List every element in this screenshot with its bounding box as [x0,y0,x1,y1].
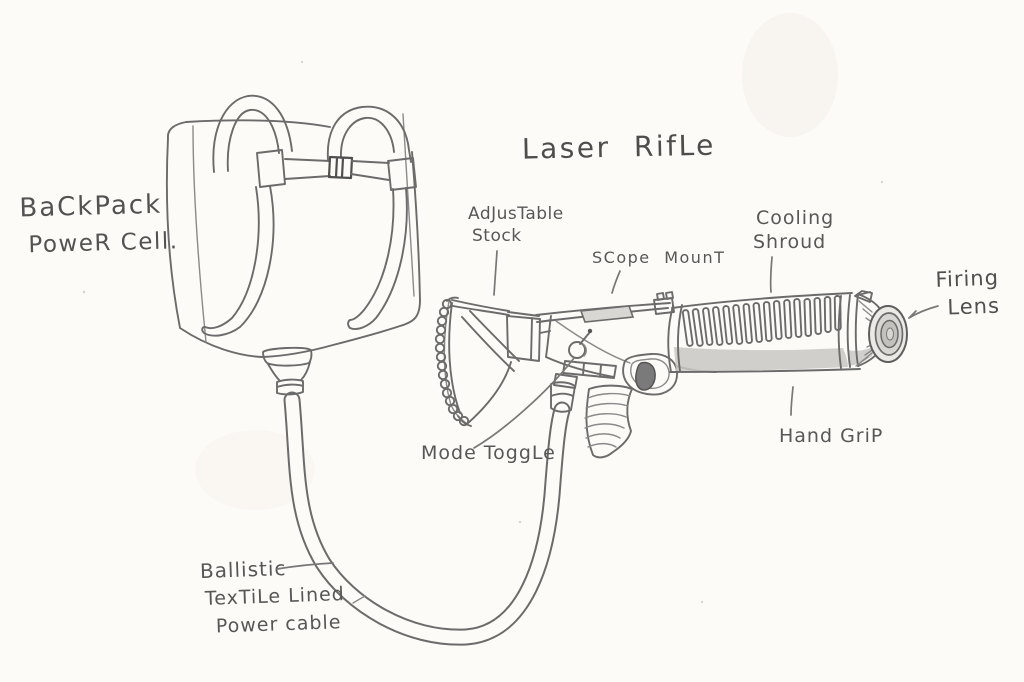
power-cable-drawing [283,391,571,646]
label-mode-toggle-text: Mode ToggLe [421,442,556,464]
right-strap-hanging [347,187,408,330]
label-power-cable-line1: Ballistic [200,556,287,583]
firing-lens-center [886,327,894,341]
stock-attachment-block [506,311,541,362]
scope-mount-leader-line [611,270,621,294]
backpack-right-crease [402,113,415,297]
label-backpack-power-cell: BaCkPack PoweR Cell. [19,190,179,259]
scope-mount-rail-slot [579,305,635,323]
label-hand-grip: Hand GriP [779,386,883,447]
mode-toggle-knob [568,328,593,359]
label-power-cable: Ballistic TexTiLe Lined Power cable [200,556,346,637]
firing-lens-leader-line [908,305,939,319]
adjustable-stock-leader-line [493,250,498,296]
selector-button [562,360,617,379]
chest-strap [256,149,417,191]
receiver [535,291,675,379]
cable-crease-tick [352,595,366,604]
rear-mount-block [653,291,675,315]
left-strap-hanging [201,185,275,337]
annotations: Laser RifLe BaCkPack PoweR Cell. AdJusTa… [19,129,1000,638]
mode-toggle-leader-line [473,357,575,449]
shroud-shading [674,347,848,371]
label-hand-grip-text: Hand GriP [779,425,883,447]
label-adjustable-stock: AdJusTable Stock [468,204,564,296]
label-adjustable-stock-line2: Stock [472,226,522,246]
sketch-title: Laser RifLe [522,129,717,166]
backpack-cable-connector [262,346,313,396]
muzzle-assembly [837,290,908,369]
hand-grip-leader-line [790,386,794,416]
right-strap-loop [326,105,412,163]
backpack-side-crease [192,125,207,343]
stock-body [451,299,552,425]
pistol-grip [584,384,633,459]
paper-smudges [82,13,884,604]
label-scope-mount-text: SCope MounT [592,248,725,267]
label-firing-lens-line1: Firing [935,266,999,292]
label-power-cable-line3: Power cable [216,611,342,637]
cooling-shroud-leader-line [769,256,773,293]
label-backpack-line1: BaCkPack [19,190,163,224]
backpack-drawing [165,94,421,358]
label-adjustable-stock-line1: AdJusTable [468,204,564,224]
butt-pad [434,296,472,427]
label-power-cable-line2: TexTiLe Lined [204,583,346,610]
backpack-body [165,119,421,358]
label-firing-lens-line2: Lens [947,294,1000,320]
label-cooling-shroud: Cooling Shroud [753,207,834,293]
rifle-drawing [434,290,908,459]
label-backpack-line2: PoweR Cell. [28,228,179,258]
left-strap-loop [212,94,293,173]
strap-buckle [327,155,354,180]
cooling-shroud [667,292,876,373]
power-cable-leader-line [276,562,334,570]
label-scope-mount: SCope MounT [592,248,725,294]
label-cooling-shroud-line1: Cooling [756,207,834,229]
label-mode-toggle: Mode ToggLe [421,357,575,464]
trigger [635,361,656,391]
label-firing-lens: Firing Lens [935,266,1000,320]
label-cooling-shroud-line2: Shroud [753,231,826,253]
cooling-vent-slats [681,295,842,347]
